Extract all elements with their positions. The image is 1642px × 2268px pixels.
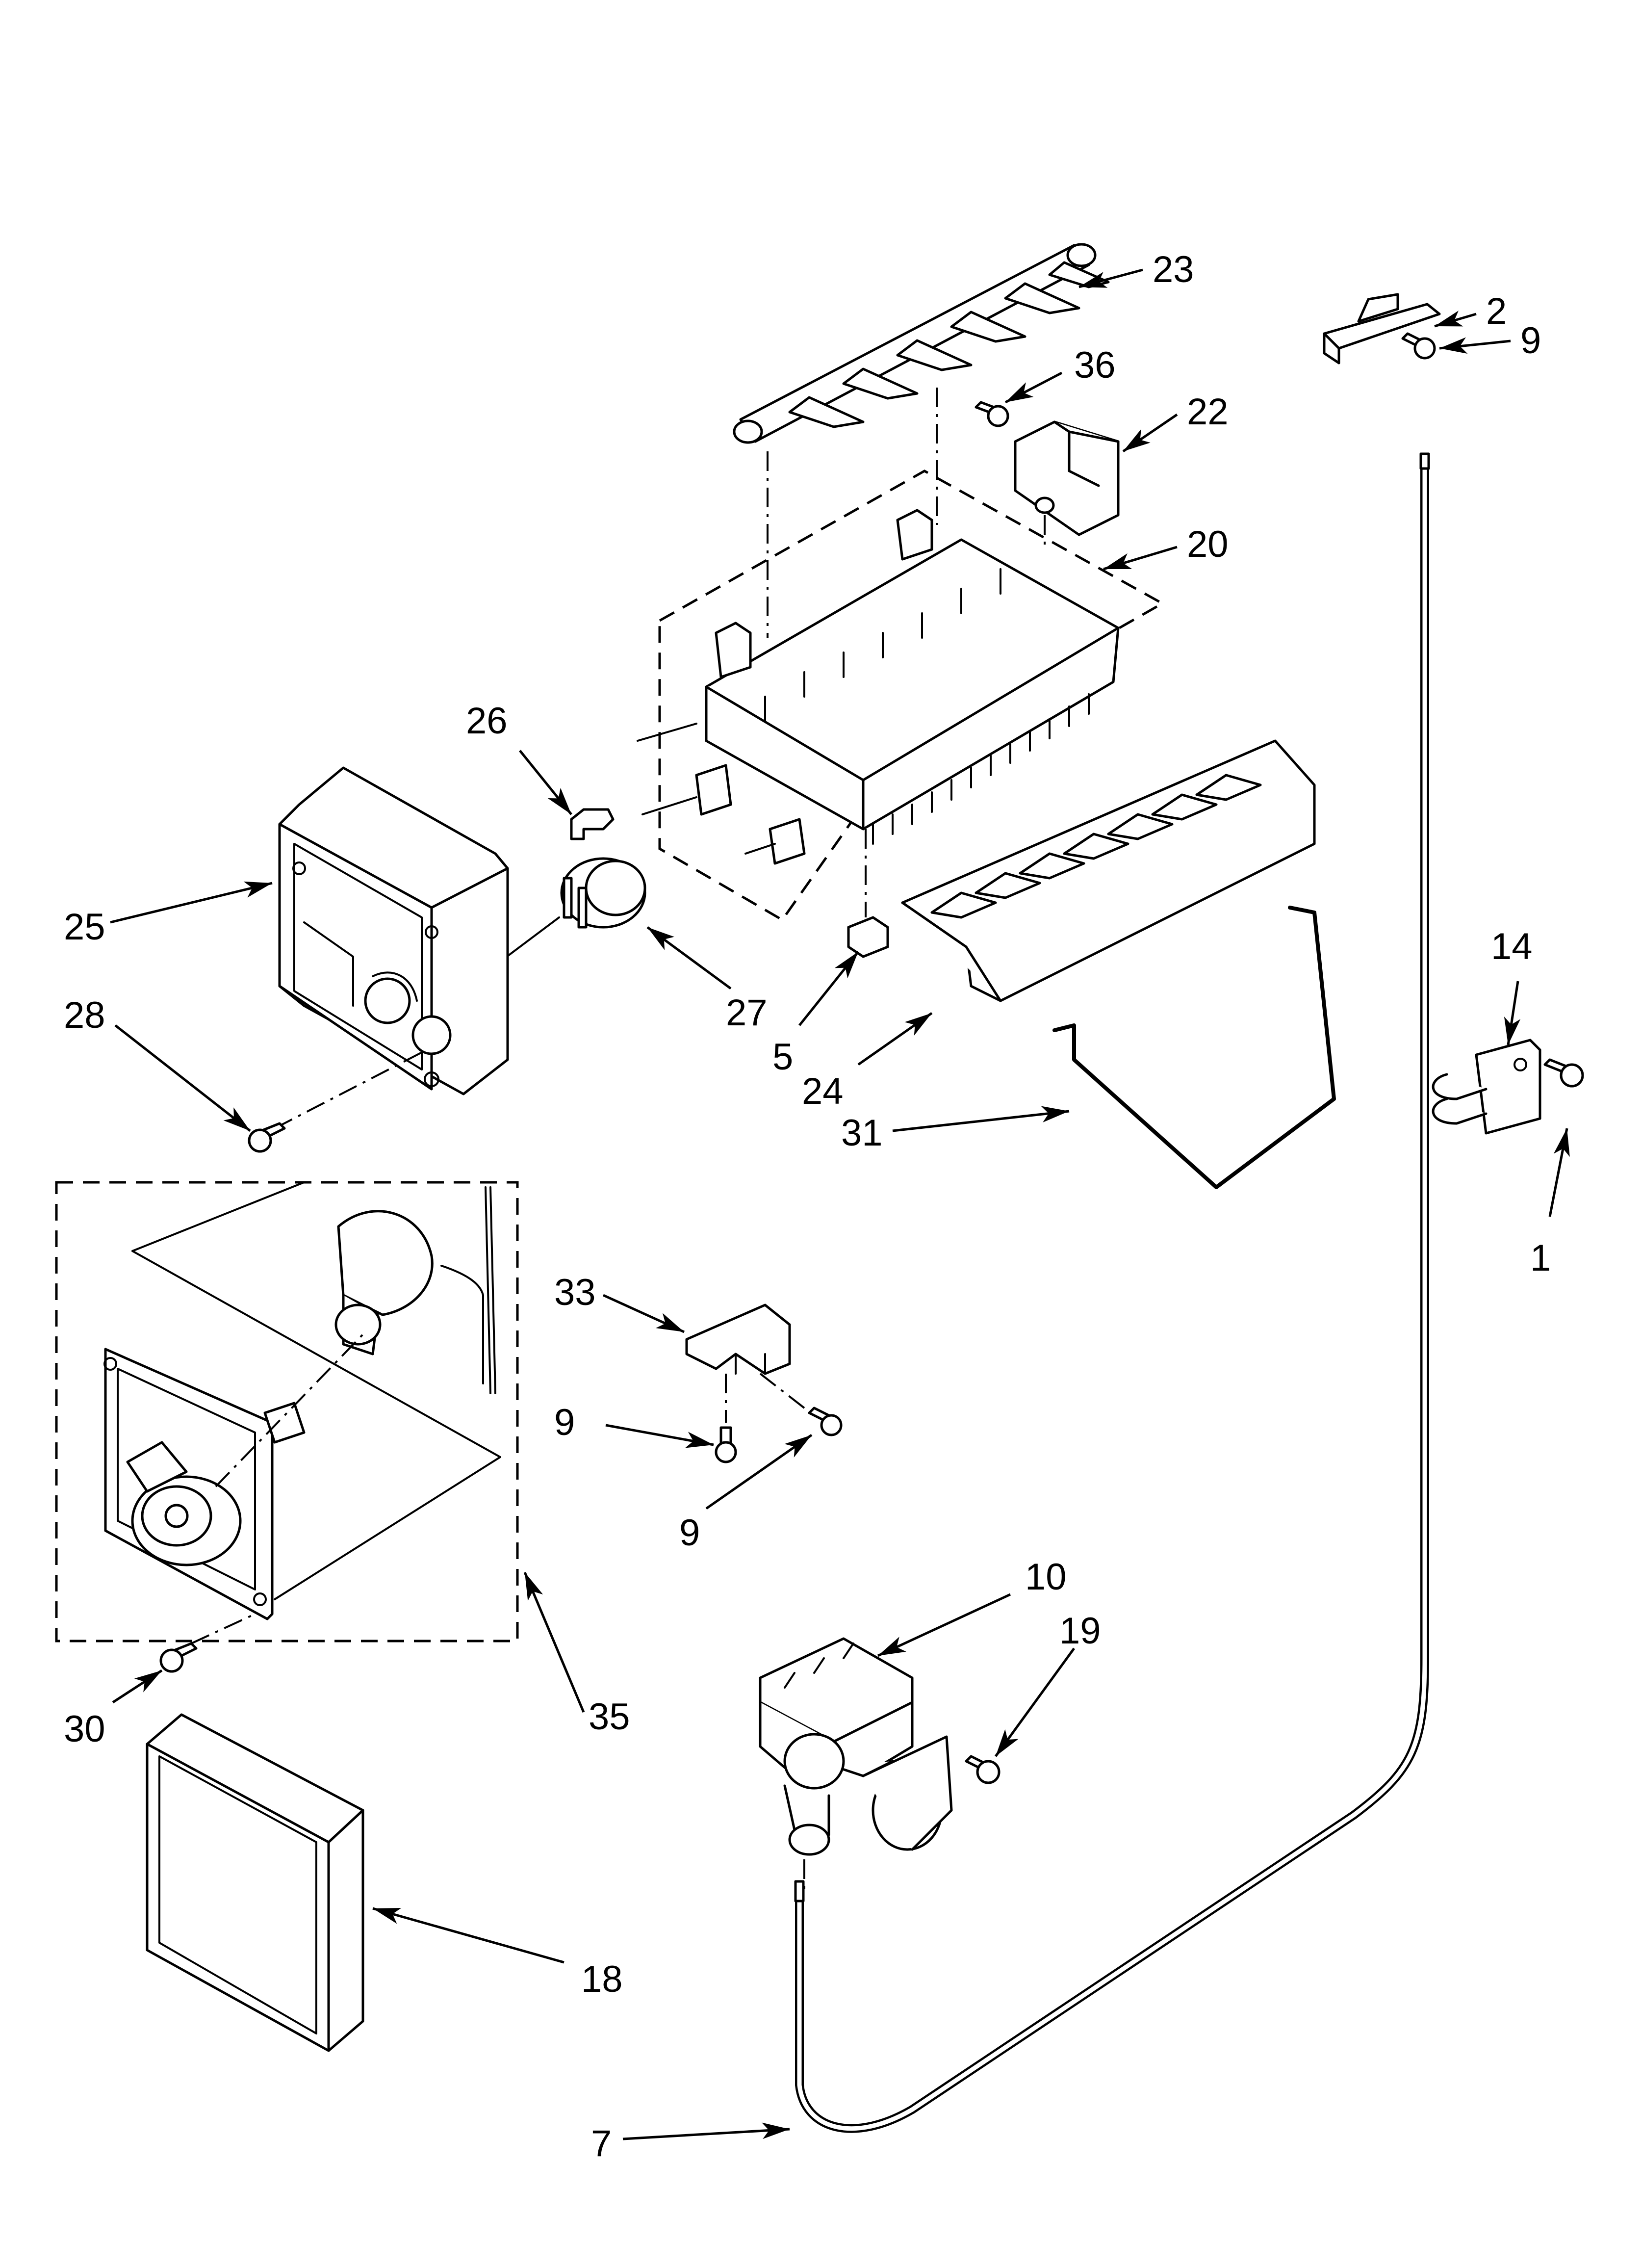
stripper-part-24	[901, 739, 1316, 1002]
callout-24: 24	[802, 1070, 844, 1112]
callout-28: 28	[64, 994, 105, 1036]
callout-30: 30	[64, 1708, 105, 1750]
cover-part-33	[685, 1303, 791, 1375]
callout-33: 33	[554, 1272, 596, 1313]
callout-9-right: 9	[679, 1512, 700, 1554]
callout-35: 35	[589, 1696, 630, 1738]
ice-mold-part-20	[637, 469, 1165, 922]
water-tube-end	[794, 1880, 805, 1903]
callout-9-left: 9	[554, 1402, 575, 1443]
callout-19: 19	[1059, 1610, 1101, 1652]
clip-part-26	[570, 808, 615, 840]
screw-part-9-right	[759, 1373, 843, 1436]
callout-labels: 23 2 36 9 22 20 26 25 27 5 24 14 28 31 1…	[64, 249, 1551, 2164]
motor-assembly-part-35	[55, 1181, 519, 1642]
callout-leaders	[110, 268, 1570, 2140]
clip-part-5	[847, 829, 889, 958]
module-housing-part-25	[278, 766, 509, 1095]
callout-2: 2	[1486, 290, 1507, 332]
fill-cup-part-22	[1014, 420, 1120, 536]
screw-part-28	[248, 1049, 427, 1153]
ejector-part-23	[733, 243, 1110, 444]
callout-26: 26	[466, 700, 508, 742]
callout-36: 36	[1074, 344, 1116, 386]
water-valve-part-10	[759, 1637, 953, 1889]
callout-31: 31	[841, 1112, 883, 1154]
callout-9-top: 9	[1520, 320, 1541, 362]
insulation-part-18	[146, 1713, 364, 2052]
water-tube-end	[1419, 452, 1430, 470]
screw-part-36	[975, 401, 1009, 427]
shutoff-arm-part-31	[1052, 906, 1336, 1189]
clamp-part-14	[1432, 1039, 1541, 1135]
screw-part-30	[159, 1613, 256, 1673]
screw-part-1	[1543, 1058, 1584, 1088]
screw-part-9-top	[1401, 332, 1436, 360]
callout-1: 1	[1530, 1237, 1551, 1279]
callout-20: 20	[1187, 523, 1229, 565]
callout-22: 22	[1187, 391, 1229, 433]
callout-10: 10	[1025, 1556, 1067, 1598]
callout-23: 23	[1153, 249, 1194, 290]
bracket-part-2	[1323, 293, 1441, 365]
screw-part-9-left	[715, 1374, 737, 1463]
screw-part-19	[965, 1755, 1001, 1784]
callout-7: 7	[591, 2123, 612, 2164]
callout-14: 14	[1491, 926, 1533, 967]
callout-25: 25	[64, 906, 105, 948]
callout-27: 27	[726, 992, 768, 1034]
thermostat-part-27	[499, 857, 646, 963]
water-tube-part-7	[797, 456, 1427, 2131]
callout-5: 5	[772, 1036, 793, 1078]
callout-18: 18	[581, 1958, 623, 2000]
